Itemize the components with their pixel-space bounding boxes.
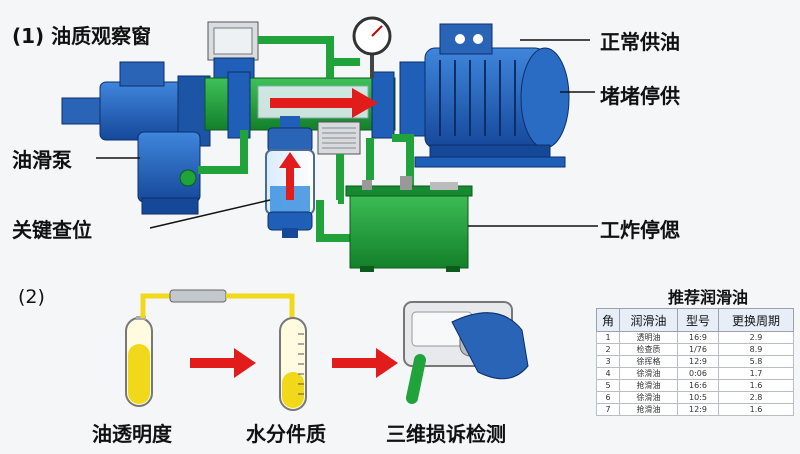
table-row: 3 徐挥格 12:9 5.8	[596, 355, 794, 368]
oil-analyzer-device	[403, 301, 529, 404]
table-row: 7 抢滑油 12:9 1.6	[596, 403, 794, 416]
table-cell: 16:6	[676, 379, 720, 392]
step-label-3d-inspection: 三维损诉检测	[386, 422, 506, 446]
section1-heading: (1) 油质观察窗	[12, 20, 151, 49]
leader-lines	[96, 39, 598, 229]
table-cell: 1	[596, 331, 620, 344]
oil-cooler	[317, 121, 361, 155]
sample-tube-1	[125, 316, 153, 407]
inline-filter	[169, 289, 227, 303]
table-cell: 10:5	[676, 391, 720, 404]
table-cell: 检查质	[619, 343, 678, 356]
label-key-position: 关键查位	[12, 218, 92, 242]
lubricant-table: 角 润滑油 型号 更换周期 1 透明油 16:9 2.9 2 检查质 1/76 …	[596, 308, 794, 416]
upper-pipe	[258, 36, 334, 78]
section2-marker: (2)	[18, 286, 45, 308]
flow-arrow-main	[270, 88, 378, 118]
step-label-water-content: 水分件质	[246, 422, 326, 446]
table-cell: 8.9	[718, 343, 794, 356]
table-cell: 抢滑油	[619, 379, 678, 392]
table-cell: 6	[596, 391, 620, 404]
table-cell: 1/76	[676, 343, 720, 356]
electric-motor	[399, 23, 570, 168]
label-lube-pump: 油滑泵	[12, 148, 72, 172]
oil-sight-window-title: 油质观察窗	[51, 24, 152, 48]
step-arrow-1	[190, 348, 256, 378]
table-cell: 徐滑油	[619, 391, 678, 404]
table-row: 1 透明油 16:9 2.9	[596, 331, 794, 344]
col-header-model: 型号	[676, 308, 720, 332]
table-cell: 5.8	[718, 355, 794, 368]
table-cell: 透明油	[619, 331, 678, 344]
transfer-hose	[140, 293, 170, 318]
table-cell: 0:06	[676, 367, 720, 380]
label-work-stop: 工炸停偲	[600, 218, 680, 242]
table-cell: 1.6	[718, 403, 794, 416]
col-header-oil: 润滑油	[619, 308, 678, 332]
sample-tube-2	[279, 317, 307, 411]
lubrication-pump	[61, 61, 211, 215]
table-cell: 徐滑油	[619, 367, 678, 380]
table-cell: 3	[596, 355, 620, 368]
section1-marker: (1)	[12, 24, 45, 48]
table-cell: 1.6	[718, 379, 794, 392]
table-row: 4 徐滑油 0:06 1.7	[596, 367, 794, 380]
table-cell: 2.8	[718, 391, 794, 404]
table-row: 6 徐滑油 10:5 2.8	[596, 391, 794, 404]
table-cell: 7	[596, 403, 620, 416]
col-header-interval: 更换周期	[718, 308, 794, 332]
step-label-oil-clarity: 油透明度	[92, 422, 172, 446]
table-cell: 4	[596, 367, 620, 380]
table-cell: 徐挥格	[619, 355, 678, 368]
table-cell: 16:9	[676, 331, 720, 344]
table-cell: 12:9	[676, 403, 720, 416]
table-cell: 抢滑油	[619, 403, 678, 416]
control-valve	[207, 21, 259, 81]
table-row: 5 抢滑油 16:6 1.6	[596, 379, 794, 392]
table-cell: 12:9	[676, 355, 720, 368]
oil-reservoir	[345, 176, 473, 272]
table-cell: 1.7	[718, 367, 794, 380]
table-cell: 5	[596, 379, 620, 392]
table-title: 推荐润滑油	[668, 288, 749, 307]
label-normal-supply: 正常供油	[600, 30, 680, 54]
table-cell: 2.9	[718, 331, 794, 344]
pressure-gauge	[352, 16, 392, 78]
label-blocked-supply: 堵堵停供	[600, 84, 680, 108]
table-header-row: 角 润滑油 型号 更换周期	[596, 308, 794, 332]
oil-sight-glass	[265, 116, 315, 238]
table-cell: 2	[596, 343, 620, 356]
table-row: 2 检查质 1/76 8.9	[596, 343, 794, 356]
col-header-index: 角	[596, 308, 620, 332]
step-arrow-2	[332, 348, 398, 378]
